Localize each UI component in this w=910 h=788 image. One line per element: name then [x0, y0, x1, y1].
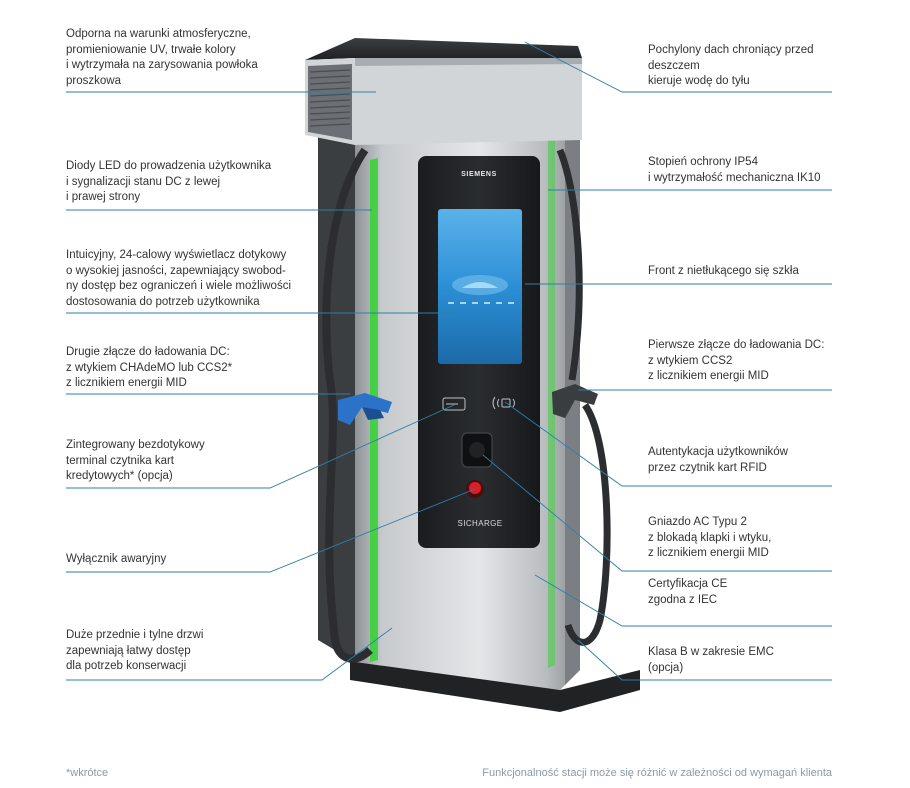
callout-contactless-terminal: Zintegrowany bezdotykowy terminal czytni…	[66, 439, 205, 482]
callout-emergency-stop: Wyłącznik awaryjny	[66, 553, 167, 565]
leader-right-8	[577, 639, 832, 681]
leader-left-6	[66, 488, 476, 573]
callout-ce-certification: Certyfikacja CE zgodna z IEC	[648, 578, 728, 606]
footnote-disclaimer: Funkcjonalność stacji może się różnić w …	[482, 767, 832, 779]
model-logo: SICHARGE	[458, 519, 503, 528]
roof-front	[305, 58, 582, 145]
roof-top	[305, 38, 582, 60]
rfid-icon	[492, 396, 515, 410]
callout-second-dc-connector: Drugie złącze do ładowania DC: z wtykiem…	[66, 346, 233, 389]
callout-weather-resistance: Odporna na warunki atmosferyczne, promie…	[66, 28, 258, 87]
leader-right-1	[524, 41, 832, 93]
leader-left-7	[66, 627, 393, 681]
callout-rfid-authentication: Autentykacja użytkowników przez czytnik …	[648, 446, 788, 474]
brand-logo: SIEMENS	[461, 171, 497, 178]
callout-glass-front: Front z nietłukącego się szkła	[648, 265, 799, 277]
callout-ac-socket: Gniazdo AC Typu 2 z blokadą klapki i wty…	[648, 516, 772, 559]
led-strip-right	[548, 139, 555, 668]
dc-connector-right	[552, 384, 598, 418]
callout-led-diodes: Diody LED do prowadzenia użytkownika i s…	[66, 160, 272, 203]
leader-right-6	[482, 454, 832, 572]
leader-right-7	[534, 574, 832, 627]
dc-connector-left	[338, 393, 392, 425]
callout-emc-class-b: Klasa B w zakresie EMC (opcja)	[648, 646, 774, 674]
credit-card-reader-icon	[442, 397, 466, 411]
dc-cable-right	[556, 148, 583, 381]
callout-first-dc-connector: Pierwsze złącze do ładowania DC: z wtyki…	[648, 339, 825, 382]
dc-cable-left	[322, 147, 369, 641]
leader-right-5	[504, 401, 832, 487]
callout-ip54-ik10: Stopień ochrony IP54 i wytrzymałość mech…	[648, 156, 821, 184]
callout-maintenance-doors: Duże przednie i tylne drzwi zapewniają ł…	[66, 629, 204, 672]
leader-left-5	[66, 404, 455, 489]
footnote-soon: *wkrótce	[66, 767, 109, 779]
callout-sloped-roof: Pochylony dach chroniący przed deszczem …	[648, 44, 814, 87]
callout-touch-display: Intuicyjny, 24-calowy wyświetlacz dotyko…	[66, 249, 291, 308]
